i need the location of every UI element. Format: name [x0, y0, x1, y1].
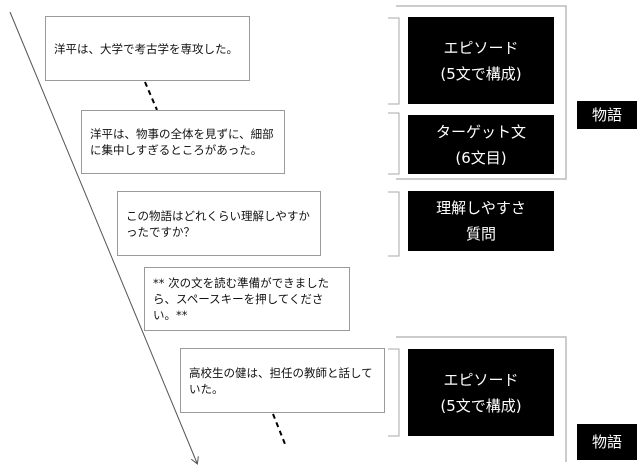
target-sentence-box: 洋平は、物事の全体を見ずに、細部に集中しすぎるところがあった。: [81, 110, 285, 174]
episode2-bracket: [388, 348, 400, 437]
story2-label: 物語: [577, 424, 637, 460]
sentence-box: 洋平は、大学で考古学を専攻した。: [45, 16, 250, 81]
dashed-connector: [272, 413, 286, 445]
episode-bracket: [388, 17, 400, 105]
time-arrow: [9, 11, 197, 463]
target-bracket: [388, 112, 400, 175]
episode2-label: エピソード (5文で構成): [408, 349, 554, 436]
instruction-box: ** 次の文を読む準備ができましたら、スペースキーを押してください。**: [144, 267, 350, 331]
story-bracket: [396, 5, 567, 180]
dashed-connector: [144, 81, 158, 111]
question-box: この物語はどれくらい理解しやすかったですか？: [117, 191, 321, 256]
question-label: 理解しやすさ 質問: [408, 191, 554, 251]
story-bracket: [396, 336, 567, 462]
episode-label: エピソード (5文で構成): [408, 17, 554, 104]
target-label: ターゲット文 (6文目): [408, 115, 554, 174]
question-bracket: [388, 191, 400, 257]
story-label: 物語: [577, 101, 637, 129]
sentence-box: 高校生の健は、担任の教師と話していた。: [180, 348, 385, 413]
